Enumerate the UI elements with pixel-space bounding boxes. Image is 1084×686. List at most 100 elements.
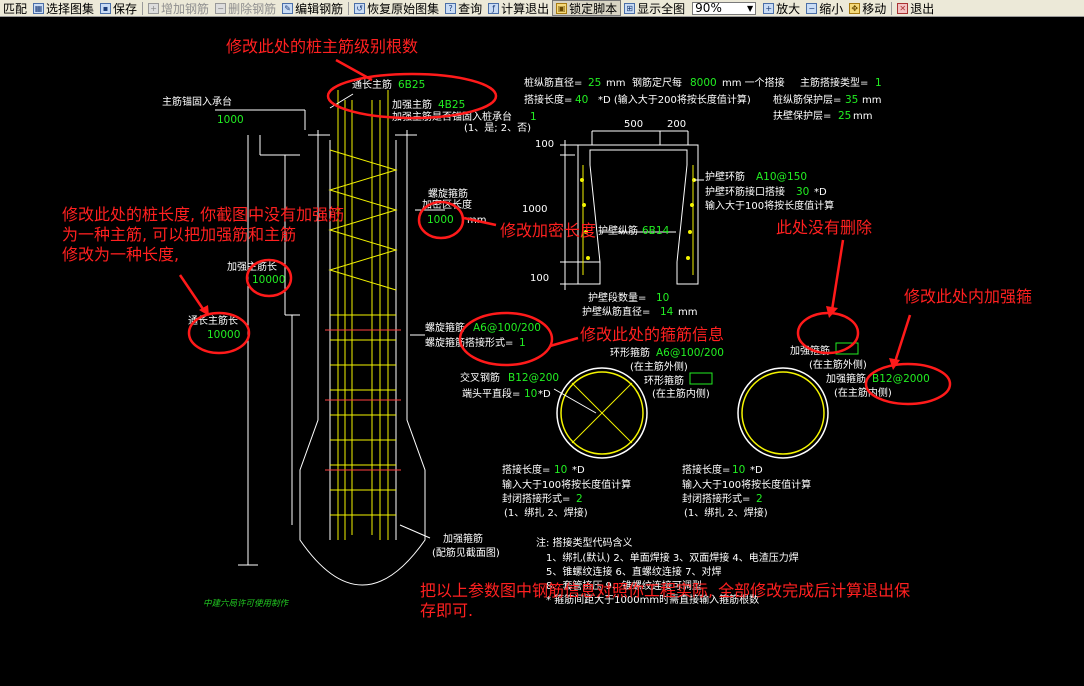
spiral-lap-label: 螺旋箍筋搭接形式= bbox=[425, 336, 513, 349]
param-fixed-length[interactable]: 8000 bbox=[690, 77, 717, 89]
annotation-pile-length: 修改此处的桩长度, 你截图中没有加强筋 bbox=[62, 205, 344, 224]
dim-500: 500 bbox=[624, 119, 643, 130]
s1-ring2-input[interactable] bbox=[689, 372, 713, 385]
s1-close-value[interactable]: 2 bbox=[576, 493, 583, 505]
s1-ring-value[interactable]: A6@100/200 bbox=[656, 347, 724, 359]
anchor-value[interactable]: 1000 bbox=[217, 114, 244, 126]
param-unit: mm 一个搭接 bbox=[722, 76, 785, 89]
s2-close-label: 封闭搭接形式= bbox=[682, 492, 750, 505]
s2-close-value[interactable]: 2 bbox=[756, 493, 763, 505]
param-unit: mm bbox=[853, 111, 872, 122]
toolbar-add-rebar-button[interactable]: +增加钢筋 bbox=[145, 0, 212, 16]
toolbar-fit-view-button[interactable]: ⊞显示全图 bbox=[621, 0, 688, 16]
dim-200: 200 bbox=[667, 119, 686, 130]
zoom-in-icon: + bbox=[763, 2, 775, 14]
rebar-cage bbox=[325, 90, 401, 540]
section-2: 加强箍筋 (在主筋外侧) 加强箍筋 B12@2000 (在主筋内侧) 搭接长度=… bbox=[682, 342, 930, 519]
reinf-main-value[interactable]: 4B25 bbox=[438, 99, 465, 111]
select-atlas-icon: ▦ bbox=[33, 2, 45, 14]
credit-text: 中建六局许可使用制作 bbox=[203, 598, 290, 609]
ring-rebar-value[interactable]: A10@150 bbox=[756, 171, 807, 183]
reinf-hoop-label: 加强箍筋 bbox=[443, 532, 483, 545]
toolbar-exit-button[interactable]: ✕退出 bbox=[894, 0, 937, 16]
wall-dia-value[interactable]: 14 bbox=[660, 306, 674, 318]
calc-exit-label: 计算退出 bbox=[501, 1, 550, 16]
move-icon: ✥ bbox=[849, 2, 861, 14]
select-atlas-label: 选择图集 bbox=[46, 1, 95, 16]
reinf-main-length-value[interactable]: 10000 bbox=[252, 274, 285, 286]
s2-close-options: (1、绑扎 2、焊接) bbox=[684, 506, 768, 519]
s2-hoop-side: (在主筋外侧) bbox=[809, 358, 867, 371]
toolbar-delete-rebar-button[interactable]: −删除钢筋 bbox=[212, 0, 279, 16]
spiral-stirrup-dense bbox=[328, 149, 398, 291]
dense-length-value[interactable]: 1000 bbox=[427, 214, 454, 226]
toolbar-save-button[interactable]: ▪保存 bbox=[97, 0, 140, 16]
annotation-ellipse bbox=[864, 362, 952, 406]
s1-ring-side: (在主筋外侧) bbox=[630, 360, 688, 373]
toolbar-zoom-out-button[interactable]: −缩小 bbox=[803, 0, 846, 16]
s2-note: 输入大于100将按长度值计算 bbox=[682, 478, 811, 491]
param-lap-length[interactable]: 40 bbox=[575, 94, 588, 106]
annotation-ellipse bbox=[187, 311, 251, 355]
toolbar-move-button[interactable]: ✥移动 bbox=[846, 0, 889, 16]
param-rebar-diameter[interactable]: 25 bbox=[588, 77, 601, 89]
wall-count-value[interactable]: 10 bbox=[656, 292, 669, 304]
exit-icon: ✕ bbox=[897, 2, 909, 14]
s1-close-label: 封闭搭接形式= bbox=[502, 492, 570, 505]
restore-atlas-icon: ↺ bbox=[354, 2, 366, 14]
reinf-anchor-value[interactable]: 1 bbox=[530, 111, 537, 123]
annotation-ellipse bbox=[458, 311, 554, 367]
s2-lap-value[interactable]: 10 bbox=[732, 464, 745, 476]
param-lap-type[interactable]: 1 bbox=[875, 77, 882, 89]
toolbar-restore-atlas-button[interactable]: ↺恢复原始图集 bbox=[351, 0, 442, 16]
wall-long-bar-value[interactable]: 6B14 bbox=[642, 225, 670, 237]
ring-lap-value[interactable]: 30 bbox=[796, 186, 809, 198]
param-wall-cover[interactable]: 25 bbox=[838, 110, 851, 122]
annotation-stirrup: 修改此处的箍筋信息 bbox=[580, 325, 724, 344]
s1-cross-value[interactable]: B12@200 bbox=[508, 372, 559, 384]
reinf-hoop-note: (配筋见截面图) bbox=[432, 546, 500, 559]
param-label: 搭接长度= bbox=[524, 93, 572, 106]
toolbar-query-button[interactable]: ?查询 bbox=[442, 0, 485, 16]
section-outline bbox=[556, 367, 648, 459]
reinf-anchor-options: (1、是; 2、否) bbox=[464, 122, 531, 134]
spiral-stirrup-value[interactable]: A6@100/200 bbox=[473, 322, 541, 334]
s1-lap-value[interactable]: 10 bbox=[554, 464, 567, 476]
legend-title: 注: 搭接类型代码含义 bbox=[536, 536, 633, 549]
section-hoop bbox=[560, 371, 644, 455]
annotation-pile-length: 为一种主筋, 可以把加强筋和主筋 bbox=[62, 225, 296, 244]
toolbar-select-atlas-button[interactable]: ▦选择图集 bbox=[30, 0, 97, 16]
edit-rebar-label: 编辑钢筋 bbox=[295, 1, 344, 16]
zoom-select[interactable]: 90%▼ bbox=[692, 1, 757, 15]
toolbar-match-button[interactable]: 匹配 bbox=[0, 0, 30, 16]
param-cover[interactable]: 35 bbox=[845, 94, 858, 106]
drawing-canvas[interactable]: 主筋锚固入承台 1000 通长主筋 6B25 加强主筋 4B25 加强主筋是否锚… bbox=[0, 17, 1084, 686]
reinf-main-label: 加强主筋 bbox=[392, 98, 432, 111]
s1-end-value[interactable]: 10 bbox=[524, 388, 537, 400]
toolbar-edit-rebar-button[interactable]: ✎编辑钢筋 bbox=[279, 0, 346, 16]
annotation-arrow bbox=[830, 239, 845, 311]
dim-100-top: 100 bbox=[535, 139, 554, 150]
long-main-length-value[interactable]: 10000 bbox=[207, 329, 240, 341]
spiral-lap-value[interactable]: 1 bbox=[519, 337, 526, 349]
ring-rebar-label: 护壁环筋 bbox=[705, 170, 745, 183]
wall-dia-unit: mm bbox=[678, 307, 697, 318]
s2-lap-label: 搭接长度= bbox=[682, 463, 730, 476]
toolbar-zoom-in-button[interactable]: +放大 bbox=[760, 0, 803, 16]
long-main-label: 通长主筋 bbox=[352, 78, 392, 91]
s2-lap-unit: *D bbox=[750, 465, 763, 476]
dense-length-label: 加密区长度 bbox=[422, 198, 472, 211]
toolbar-lock-script-button[interactable]: ▣锁定脚本 bbox=[552, 0, 622, 16]
param-label: 桩纵筋保护层= bbox=[773, 93, 841, 106]
s2-hoop-label: 加强箍筋 bbox=[790, 344, 830, 357]
annotation-dense-length: 修改加密长度 bbox=[500, 221, 596, 240]
s2-hoop-input[interactable] bbox=[835, 342, 859, 355]
zoom-out-label: 缩小 bbox=[819, 1, 844, 16]
long-main-value[interactable]: 6B25 bbox=[398, 79, 425, 91]
s2-hoop2-side: (在主筋内侧) bbox=[834, 386, 892, 399]
wall-detail: 500 200 100 1000 100 护壁环筋 A10@150 护壁环筋接口… bbox=[522, 119, 834, 318]
param-unit: mm bbox=[606, 78, 625, 89]
move-label: 移动 bbox=[862, 1, 887, 16]
s2-hoop2-value[interactable]: B12@2000 bbox=[872, 373, 930, 385]
